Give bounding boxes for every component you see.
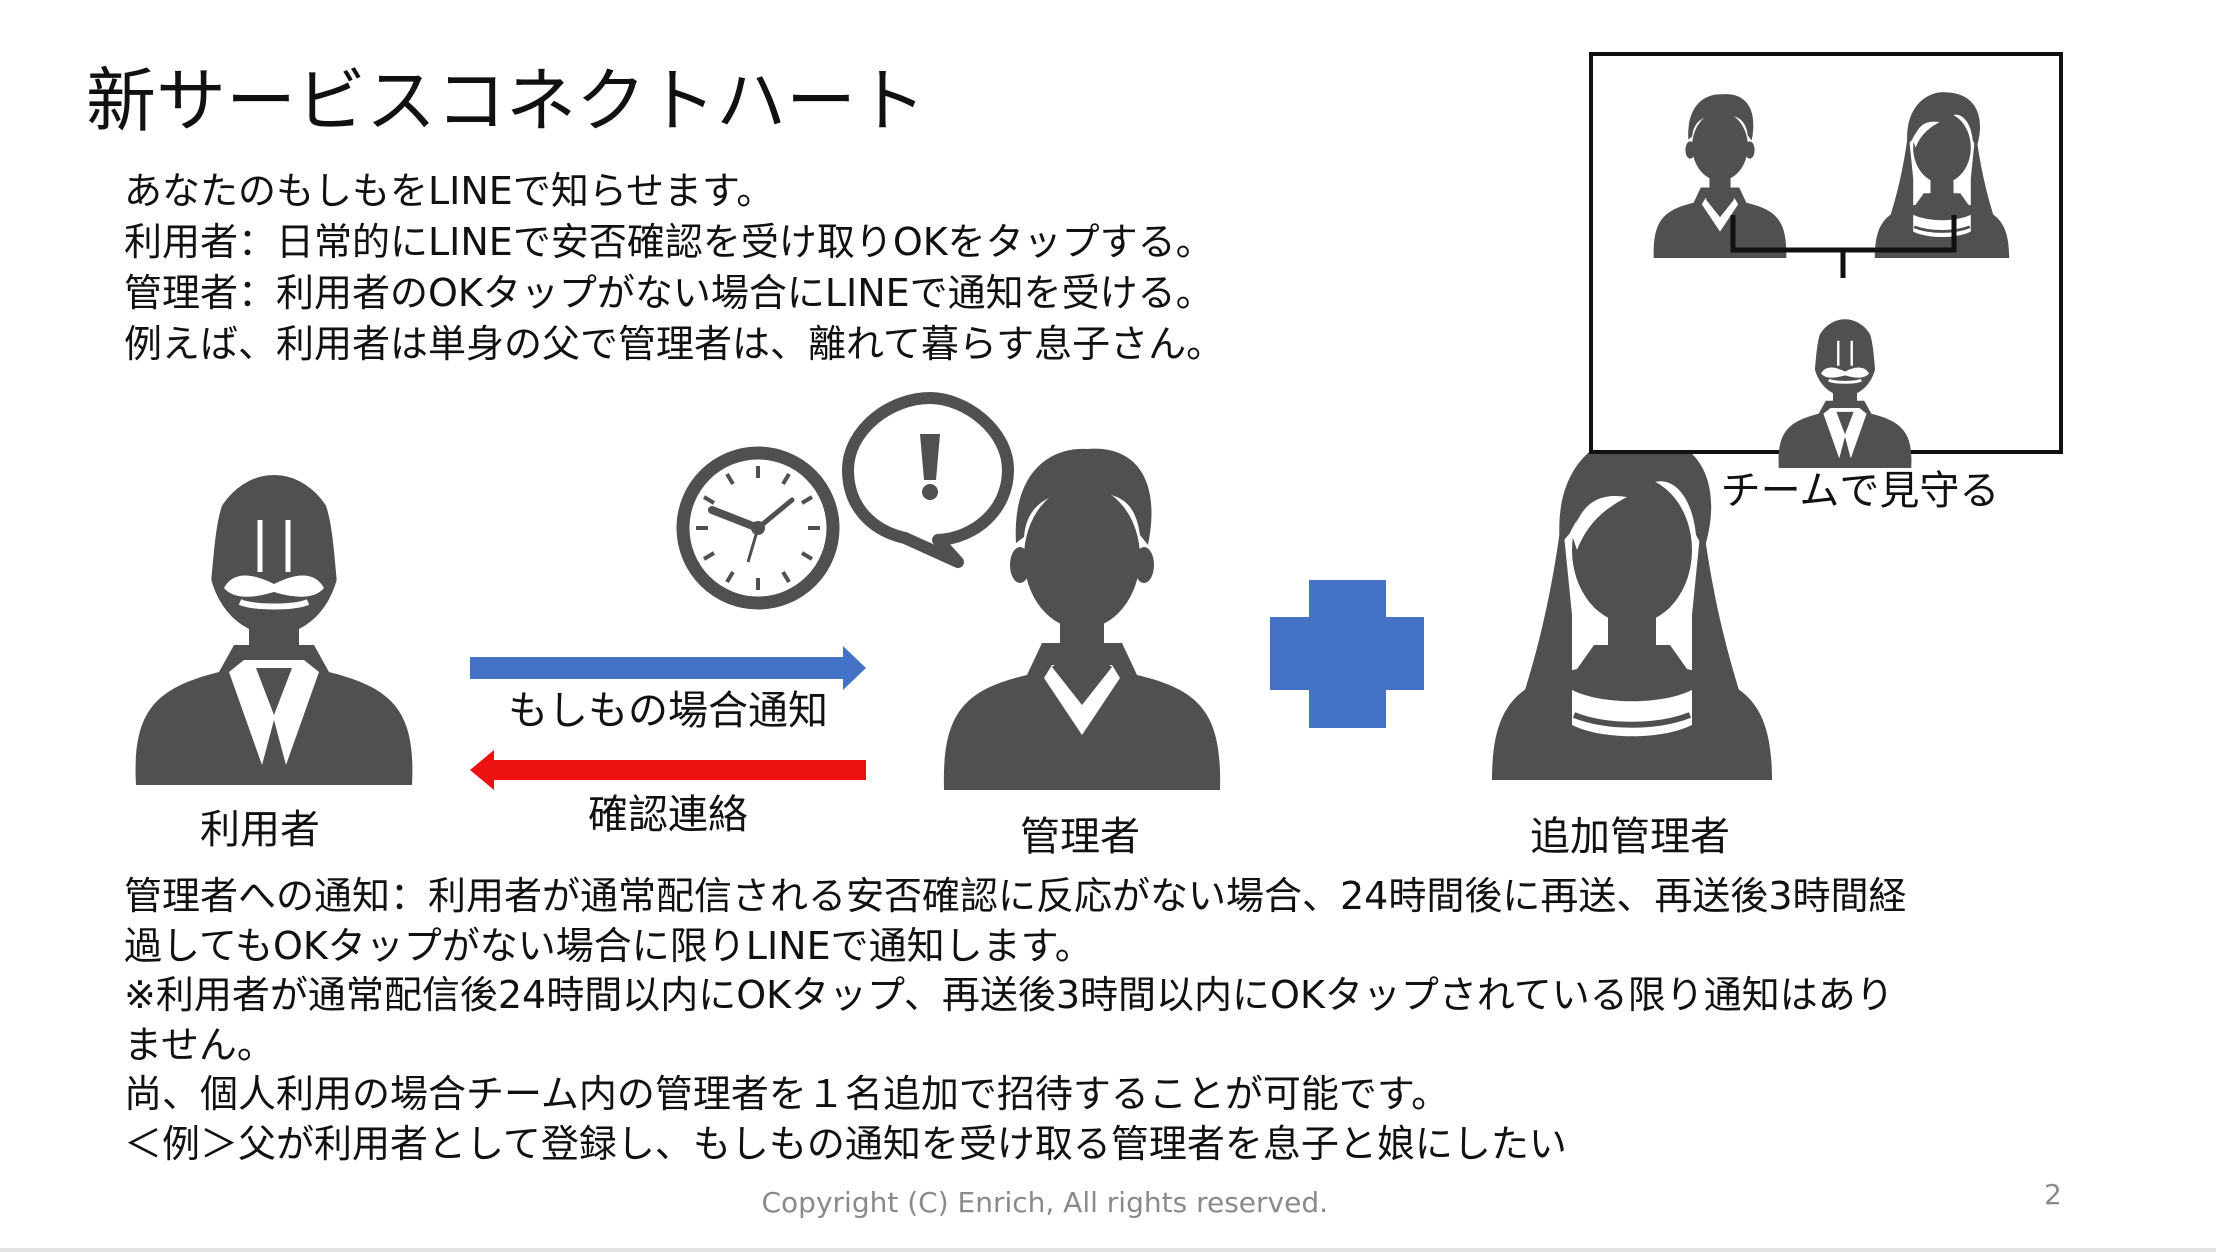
alert-speech-bubble-icon: [842, 392, 1014, 568]
team-caption: チームで見守る: [1720, 468, 2000, 514]
slide-title: 新サービスコネクトハート: [86, 60, 926, 142]
description-line: ＜例＞父が利用者として登録し、もしもの通知を受け取る管理者を息子と娘にしたい: [124, 1121, 1567, 1166]
confirm-arrow-label: 確認連絡: [588, 792, 748, 838]
intro-line: あなたのもしもをLINEで知らせます。: [124, 169, 775, 213]
user-label: 利用者: [200, 807, 320, 853]
notify-arrow-label: もしもの場合通知: [508, 688, 828, 734]
description-line: 過してもOKタップがない場合に限りLINEで通知します。: [124, 923, 1093, 968]
additional-manager-label: 追加管理者: [1530, 814, 1730, 860]
notification-description: 管理者への通知：利用者が通常配信される安否確認に反応がない場合、24時間後に再送…: [124, 872, 2124, 1169]
description-line: 尚、個人利用の場合チーム内の管理者を１名追加で招待することが可能です。: [124, 1072, 1450, 1116]
copyright-text: Copyright (C) Enrich, All rights reserve…: [761, 1186, 1329, 1219]
intro-line: 例えば、利用者は単身の父で管理者は、離れて暮らす息子さん。: [124, 322, 1225, 366]
notify-arrow: [470, 646, 866, 690]
confirm-arrow: [470, 750, 866, 790]
user-elderly-man-icon: [136, 475, 413, 785]
bottom-divider: [0, 1248, 2216, 1252]
team-connector-lines: [1730, 215, 1957, 278]
manager-label: 管理者: [1020, 814, 1140, 860]
intro-text: あなたのもしもをLINEで知らせます。 利用者：日常的にLINEで安否確認を受け…: [124, 166, 1224, 370]
intro-line: 管理者：利用者のOKタップがない場合にLINEで通知を受ける。: [124, 271, 1214, 315]
clock-icon: [676, 446, 840, 610]
page-number: 2: [2044, 1178, 2062, 1211]
description-line: 管理者への通知：利用者が通常配信される安否確認に反応がない場合、24時間後に再送…: [124, 874, 1907, 918]
description-line: ※利用者が通常配信後24時間以内にOKタップ、再送後3時間以内にOKタップされて…: [124, 973, 1894, 1017]
intro-line: 利用者：日常的にLINEで安否確認を受け取りOKをタップする。: [124, 220, 1214, 264]
description-line: ません。: [124, 1022, 275, 1067]
plus-icon: [1270, 580, 1424, 728]
